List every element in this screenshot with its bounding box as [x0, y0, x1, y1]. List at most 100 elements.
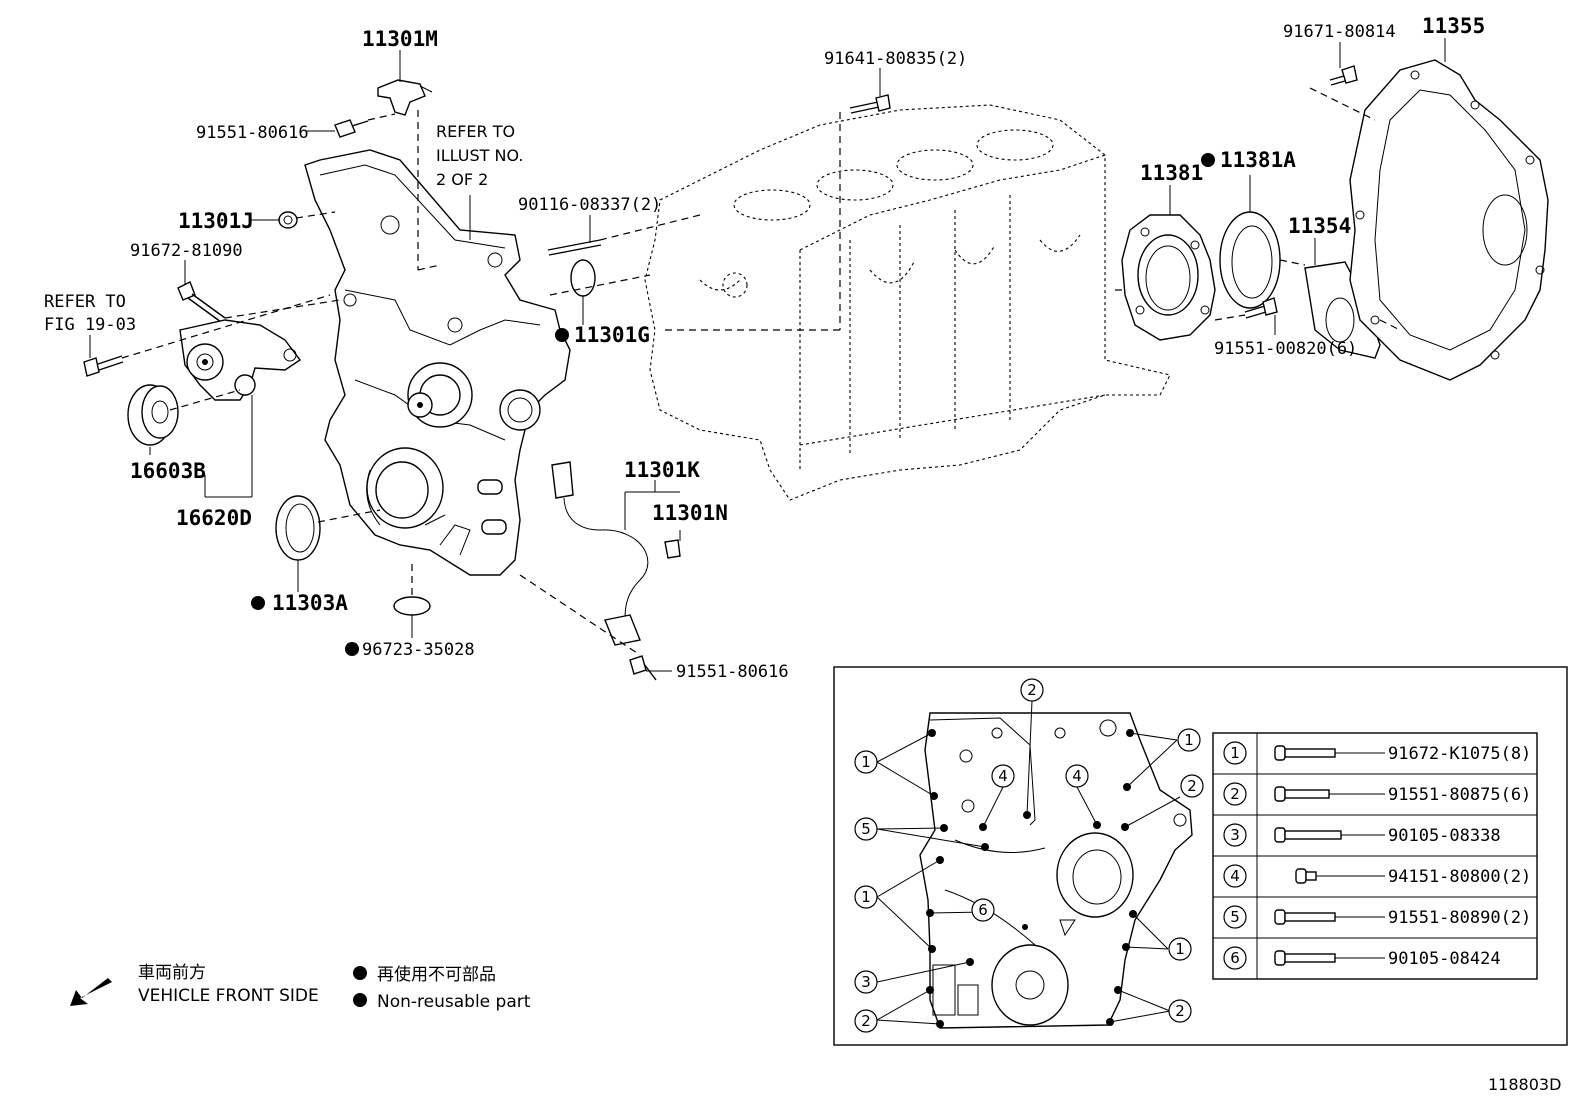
- callout-5: 5: [861, 820, 871, 838]
- non-reusable-dot-icon-2: [353, 993, 367, 1007]
- retainer-11381-drawing: [1121, 214, 1216, 341]
- sensor-11301M-drawing: [377, 79, 433, 116]
- callout-leaders: [876, 700, 1181, 1025]
- tensioner-16620D-drawing: [179, 319, 302, 401]
- legend-nonreusable-jp: 再使用不可部品: [377, 964, 496, 985]
- bolt-icon: [1295, 868, 1385, 884]
- bolt-row-3-num: 3: [1230, 826, 1240, 844]
- plate-11354-drawing: [1304, 261, 1381, 359]
- bolt-table-row-1: 1 91672-K1075(8): [1223, 741, 1531, 765]
- legend-direction-en: VEHICLE FRONT SIDE: [138, 986, 319, 1006]
- label-91672-81090: 91672-81090: [130, 241, 243, 261]
- callout-1-mid-right: 1: [1175, 940, 1185, 958]
- label-91551-80616-top: 91551-80616: [196, 123, 309, 143]
- label-11301M: 11301M: [362, 27, 438, 51]
- bolt-location-detail: 2 1 1 4 4 2 5 1 6 1 3 2 2: [833, 666, 1568, 1046]
- oil-seal-11381A-drawing: [1219, 211, 1281, 309]
- label-11381: 11381: [1140, 161, 1203, 185]
- bolt-row-6-part: 90105-08424: [1388, 949, 1501, 969]
- clamp-11301N-drawing: [664, 539, 681, 559]
- plug-11301J-drawing: [278, 211, 298, 229]
- label-91641-80835: 91641-80835(2): [824, 49, 967, 69]
- bolt-91641-80835-drawing: [849, 94, 891, 114]
- label-refer-illust-2: ILLUST NO.: [436, 146, 523, 165]
- bolt-table: 1 91672-K1075(8) 2 91551-80875(6): [1212, 732, 1538, 980]
- stud-90116-08337-drawing: [547, 239, 602, 256]
- bolt-icon: [1274, 786, 1385, 802]
- label-91671-80814: 91671-80814: [1283, 22, 1396, 42]
- assembly-lines: [121, 87, 1401, 656]
- callout-1-mid-left: 1: [861, 888, 871, 906]
- label-16603B: 16603B: [130, 459, 206, 483]
- callout-2-bottom-right: 2: [1175, 1002, 1185, 1020]
- bolt-refer-fig-drawing: [83, 355, 124, 377]
- bolt-icon: [1274, 909, 1385, 925]
- sensor-11301K-drawing: [551, 461, 649, 646]
- label-refer-illust-1: REFER TO: [436, 122, 515, 141]
- bolt-row-4-num: 4: [1230, 867, 1240, 885]
- bolt-position-dots: [926, 729, 1137, 1028]
- bolt-91672-81090-drawing: [177, 281, 226, 323]
- label-11381A: 11381A: [1220, 148, 1296, 172]
- label-refer-fig-1: REFER TO: [44, 292, 126, 312]
- bolt-row-6-num: 6: [1230, 949, 1240, 967]
- non-reusable-dot-icon: [353, 966, 367, 980]
- label-refer-fig-2: FIG 19-03: [44, 315, 136, 335]
- leader-lines: [89, 38, 1446, 672]
- bolt-row-3-part: 90105-08338: [1388, 826, 1501, 846]
- bolt-table-row-4: 4 94151-80800(2): [1223, 864, 1531, 888]
- label-91551-80616-bottom: 91551-80616: [676, 662, 789, 682]
- bolt-row-2-num: 2: [1230, 785, 1240, 803]
- o-ring-96723-35028-drawing: [393, 596, 431, 616]
- bolt-91551-80616-top-drawing: [334, 119, 369, 138]
- label-11303A: 11303A: [272, 591, 348, 615]
- label-refer-illust-3: 2 OF 2: [436, 170, 488, 189]
- bolt-table-row-5: 5 91551-80890(2): [1223, 905, 1531, 929]
- bolt-91671-80814-drawing: [1329, 65, 1358, 86]
- callout-1-upper-right: 1: [1184, 731, 1194, 749]
- bolt-row-5-num: 5: [1230, 908, 1240, 926]
- bolt-icon: [1274, 745, 1385, 761]
- label-11301N: 11301N: [652, 501, 728, 525]
- bolt-row-2-part: 91551-80875(6): [1388, 785, 1531, 805]
- bolt-row-5-part: 91551-80890(2): [1388, 908, 1531, 928]
- bolt-icon: [1274, 827, 1385, 843]
- bolt-icon: [1274, 950, 1385, 966]
- label-11354: 11354: [1288, 214, 1351, 238]
- end-plate-11355-drawing: [1349, 59, 1549, 381]
- timing-chain-cover: [304, 149, 571, 576]
- oil-seal-11303A-drawing: [275, 495, 321, 561]
- label-90116-08337: 90116-08337(2): [518, 195, 661, 215]
- callout-3: 3: [861, 973, 871, 991]
- bolt-table-row-6: 6 90105-08424: [1223, 946, 1501, 970]
- non-reusable-marker-96723-35028: [345, 642, 359, 656]
- label-91551-00820: 91551-00820(6): [1214, 339, 1357, 359]
- callout-circles: 2 1 1 4 4 2 5 1 6 1 3 2 2: [854, 678, 1204, 1033]
- vehicle-front-arrow-icon: [70, 978, 112, 1006]
- label-16620D: 16620D: [176, 506, 252, 530]
- label-11355: 11355: [1422, 14, 1485, 38]
- legend-nonreusable-en: Non-reusable part: [377, 992, 531, 1012]
- part-labels: 11301M 91551-80616 REFER TO ILLUST NO. 2…: [44, 14, 1485, 682]
- bolt-row-1-part: 91672-K1075(8): [1388, 744, 1531, 764]
- callout-2-top: 2: [1027, 681, 1037, 699]
- callout-2-bottom-left: 2: [861, 1012, 871, 1030]
- legend: 車両前方 VEHICLE FRONT SIDE 再使用不可部品 Non-reus…: [70, 963, 531, 1012]
- cylinder-block: [644, 104, 1171, 501]
- bolt-table-row-3: 3 90105-08338: [1223, 823, 1501, 847]
- detail-frame: [833, 666, 1568, 1046]
- label-11301J: 11301J: [178, 209, 254, 233]
- legend-direction-jp: 車両前方: [138, 963, 206, 983]
- non-reusable-marker-11303A: [251, 596, 265, 610]
- bolt-row-4-part: 94151-80800(2): [1388, 867, 1531, 887]
- bolt-91551-80616-bottom-drawing: [629, 655, 657, 681]
- bolt-table-row-2: 2 91551-80875(6): [1223, 782, 1531, 806]
- callout-4-left: 4: [998, 767, 1008, 785]
- label-11301K: 11301K: [624, 458, 700, 482]
- non-reusable-marker-11301G: [555, 328, 569, 342]
- bolt-row-1-num: 1: [1230, 744, 1240, 762]
- figure-number: 118803D: [1488, 1075, 1561, 1094]
- label-11301G: 11301G: [574, 323, 650, 347]
